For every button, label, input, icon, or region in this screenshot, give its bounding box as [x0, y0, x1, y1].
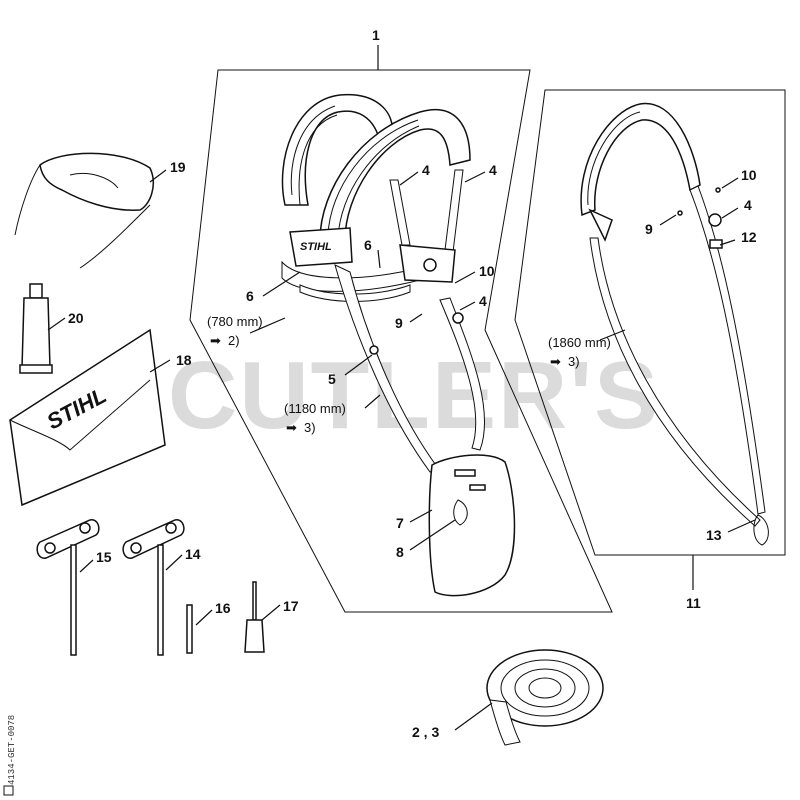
callout-6-rear: 6 — [364, 237, 372, 253]
callout-1: 1 — [372, 27, 380, 43]
tool-pouch-illustration: STIHL — [9, 328, 166, 507]
callout-2-3: 2 , 3 — [412, 724, 439, 740]
leader-lines — [47, 45, 756, 731]
dimension-1860: (1860 mm) — [548, 335, 611, 350]
safety-glasses-illustration — [14, 152, 154, 269]
callout-16: 16 — [215, 600, 231, 616]
callout-11: 11 — [686, 595, 701, 611]
callout-5: 5 — [328, 371, 336, 387]
callout-20: 20 — [68, 310, 84, 326]
callout-10-strap: 10 — [741, 167, 757, 183]
callout-9-harness: 9 — [395, 315, 403, 331]
screwdriver-illustration — [244, 581, 265, 653]
group-frame-harness — [189, 69, 613, 613]
callout-15: 15 — [96, 549, 112, 565]
arrow-icon: ➡ — [286, 420, 297, 435]
grease-tube-illustration — [19, 283, 53, 374]
callout-18: 18 — [176, 352, 192, 368]
arrow-icon: ➡ — [550, 354, 561, 369]
harness-logo-text: STIHL — [300, 241, 332, 253]
callout-13: 13 — [706, 527, 722, 543]
shoulder-strap-illustration — [580, 102, 769, 546]
callout-7: 7 — [396, 515, 404, 531]
corner-mark-icon — [3, 785, 14, 796]
group-frame-shoulder-strap — [514, 89, 786, 556]
drawing-code: 4134-GET-0078 — [7, 715, 17, 785]
callout-17: 17 — [283, 598, 299, 614]
callout-12: 12 — [741, 229, 757, 245]
full-harness-illustration: STIHL — [281, 93, 516, 597]
callout-10-harness: 10 — [479, 263, 495, 279]
callout-8: 8 — [396, 544, 404, 560]
callout-4-lower: 4 — [479, 293, 487, 309]
callout-6-belt: 6 — [246, 288, 254, 304]
callout-4-strap: 4 — [744, 197, 752, 213]
tape-roll-illustration — [486, 649, 604, 746]
wrench-illustration — [122, 519, 185, 656]
callout-19: 19 — [170, 159, 186, 175]
callout-4-right: 4 — [489, 162, 497, 178]
dimension-1860-ref: 3) — [568, 354, 580, 369]
dimension-1180: (1180 mm) — [284, 401, 346, 416]
dimension-780-ref: 2) — [228, 333, 240, 348]
arrow-icon: ➡ — [210, 333, 221, 348]
callout-9-strap: 9 — [645, 221, 653, 237]
dimension-1180-ref: 3) — [304, 420, 316, 435]
pin-illustration — [186, 604, 193, 654]
dimension-780: (780 mm) — [207, 314, 263, 329]
callout-4-left: 4 — [422, 162, 430, 178]
combination-wrench-illustration — [36, 519, 100, 656]
callout-14: 14 — [185, 546, 201, 562]
